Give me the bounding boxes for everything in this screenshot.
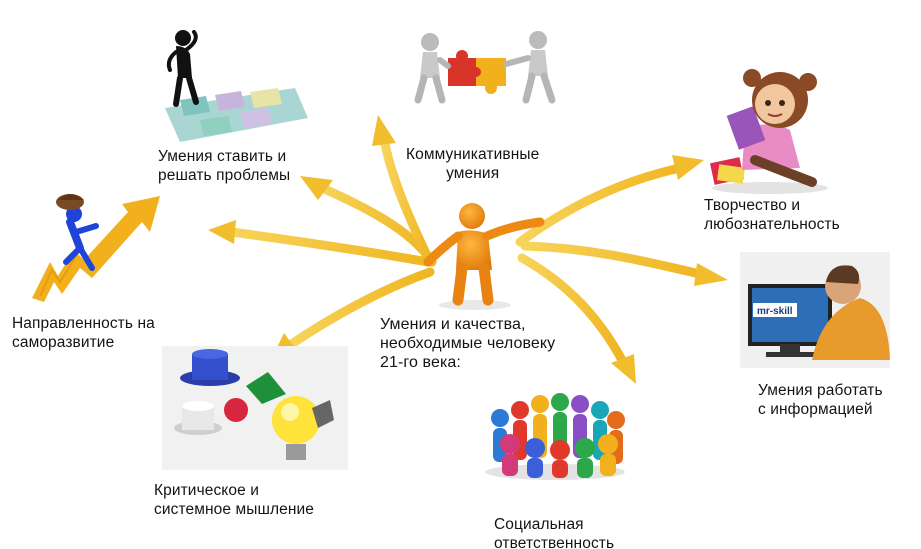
arrow-head-creativity [672, 155, 704, 180]
problems-label: Умения ставить и решать проблемы [158, 148, 291, 184]
monitor-brand-text: mr-skill [757, 306, 793, 317]
people-puzzle-icon [414, 31, 556, 104]
people-circle-icon [485, 393, 625, 480]
people-ring [491, 393, 625, 478]
arrow-head-social [611, 354, 636, 384]
arrow-head-problems [300, 176, 333, 200]
arrow-to-critical [285, 267, 435, 350]
arrow-to-selfdev [227, 227, 433, 267]
climbing-arrow-icon [32, 194, 160, 302]
arrow-head-communication [372, 115, 396, 146]
computer-user-icon: mr-skill [740, 252, 890, 368]
arrow-head-selfdev [208, 220, 236, 244]
self-development-label: Направленность на саморазвитие [12, 315, 155, 351]
arrow-to-creativity [515, 163, 685, 247]
center-label: Умения и качества, необходимые человеку … [380, 316, 556, 371]
girl-with-book-icon [710, 69, 828, 194]
thinking-hats-bulb-icon [162, 346, 348, 470]
critical-thinking-label: Критическое и системное мышление [154, 482, 315, 518]
arrow-to-social [517, 253, 627, 365]
creativity-label: Творчество и любознательность [704, 197, 840, 233]
social-label: Социальная ответственность [494, 516, 615, 549]
arrow-to-communication [379, 133, 435, 267]
information-label: Умения работать с информацией [758, 382, 883, 418]
central-person-icon [423, 203, 545, 310]
puzzle-person-icon [165, 30, 308, 142]
communication-label: Коммуникативные умения [406, 146, 540, 182]
arrow-head-information [694, 263, 728, 286]
arrow-to-information [520, 241, 705, 279]
